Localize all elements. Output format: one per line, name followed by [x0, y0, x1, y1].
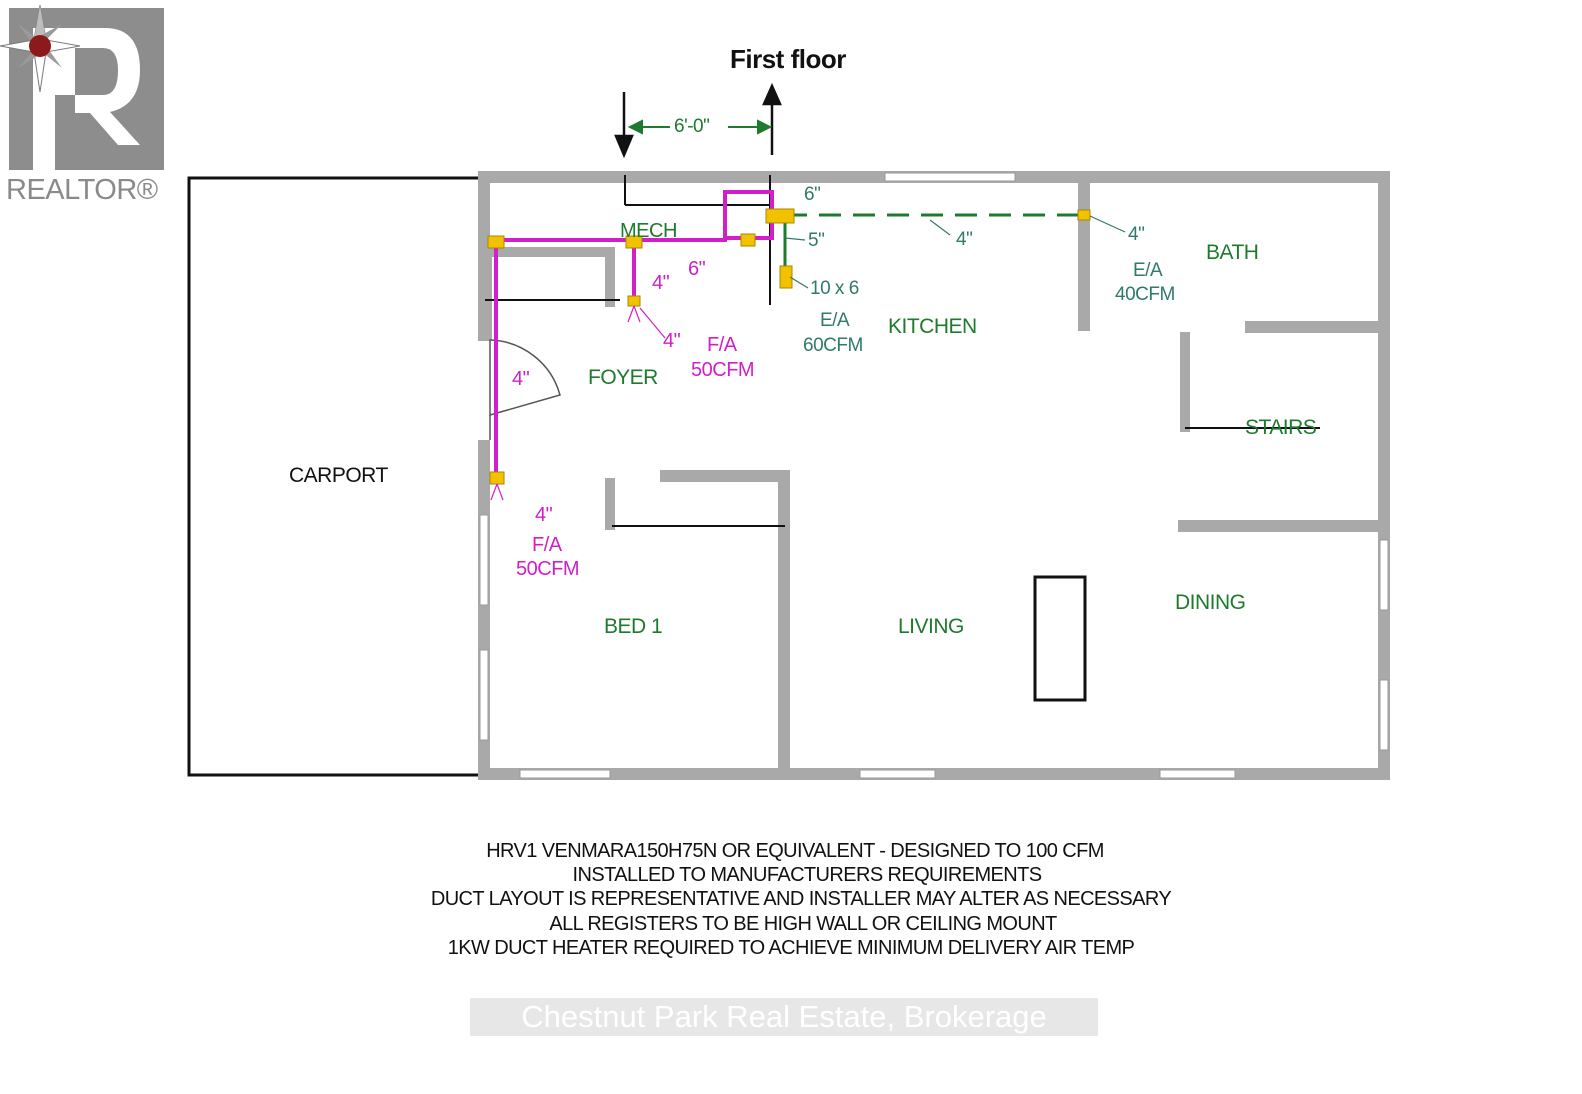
airflow-label: F/A	[707, 334, 737, 356]
note-line: 1KW DUCT HEATER REQUIRED TO ACHIEVE MINI…	[447, 937, 1135, 959]
realtor-wordmark: REALTOR®	[6, 174, 158, 206]
realtor-r-logo-icon	[0, 0, 164, 170]
mech-room-lines	[485, 175, 1320, 527]
room-label-kitchen: KITCHEN	[888, 315, 977, 338]
dimension-marker	[614, 82, 782, 159]
room-label-bath: BATH	[1206, 241, 1259, 264]
carport-outline	[187, 176, 484, 777]
duct-fittings	[487, 208, 1091, 485]
room-label-mech: MECH	[620, 220, 677, 242]
brokerage-watermark: Chestnut Park Real Estate, Brokerage	[470, 998, 1098, 1036]
room-label-stairs: STAIRS	[1245, 416, 1317, 439]
exhaust-leader-lines	[784, 215, 1126, 289]
airflow-label: 50CFM	[516, 558, 580, 580]
note-line: INSTALLED TO MANUFACTURERS REQUIREMENTS	[572, 864, 1043, 886]
airflow-label: E/A	[1133, 260, 1163, 281]
duct-size-label: 4"	[512, 368, 530, 390]
airflow-label: 40CFM	[1115, 284, 1175, 305]
duct-size-label: 4"	[663, 330, 681, 352]
airflow-label: F/A	[532, 534, 562, 556]
duct-size-label: 10 x 6	[810, 278, 859, 299]
room-label-foyer: FOYER	[588, 366, 658, 389]
airflow-label: E/A	[820, 310, 850, 331]
duct-size-label: 4"	[652, 272, 670, 294]
dimension-line	[627, 119, 773, 135]
interior-walls	[480, 171, 1390, 770]
airflow-label: 60CFM	[803, 335, 863, 356]
note-line: ALL REGISTERS TO BE HIGH WALL OR CEILING…	[549, 913, 1057, 935]
duct-size-label: 4"	[1128, 224, 1145, 245]
register-markers	[490, 305, 666, 501]
note-line: HRV1 VENMARA150H75N OR EQUIVALENT - DESI…	[486, 840, 1104, 862]
room-label-dining: DINING	[1175, 591, 1246, 614]
duct-size-label: 5"	[808, 230, 825, 251]
note-line: DUCT LAYOUT IS REPRESENTATIVE AND INSTAL…	[430, 888, 1172, 910]
floor-title: First floor	[730, 44, 846, 74]
exhaust-duct-run	[783, 213, 1083, 275]
duct-size-label: 6"	[804, 184, 821, 205]
duct-size-label: 4"	[535, 504, 553, 526]
airflow-label: 50CFM	[691, 359, 755, 381]
room-label-living: LIVING	[898, 615, 964, 638]
room-label-bed1: BED 1	[604, 615, 663, 638]
window-openings	[479, 172, 1389, 779]
room-label-carport: CARPORT	[289, 464, 388, 487]
fireplace	[1033, 575, 1087, 702]
compass-star-icon	[0, 4, 81, 93]
duct-size-label: 4"	[956, 229, 973, 250]
duct-size-label: 6"	[688, 258, 706, 280]
dimension-label: 6'-0"	[674, 116, 710, 137]
